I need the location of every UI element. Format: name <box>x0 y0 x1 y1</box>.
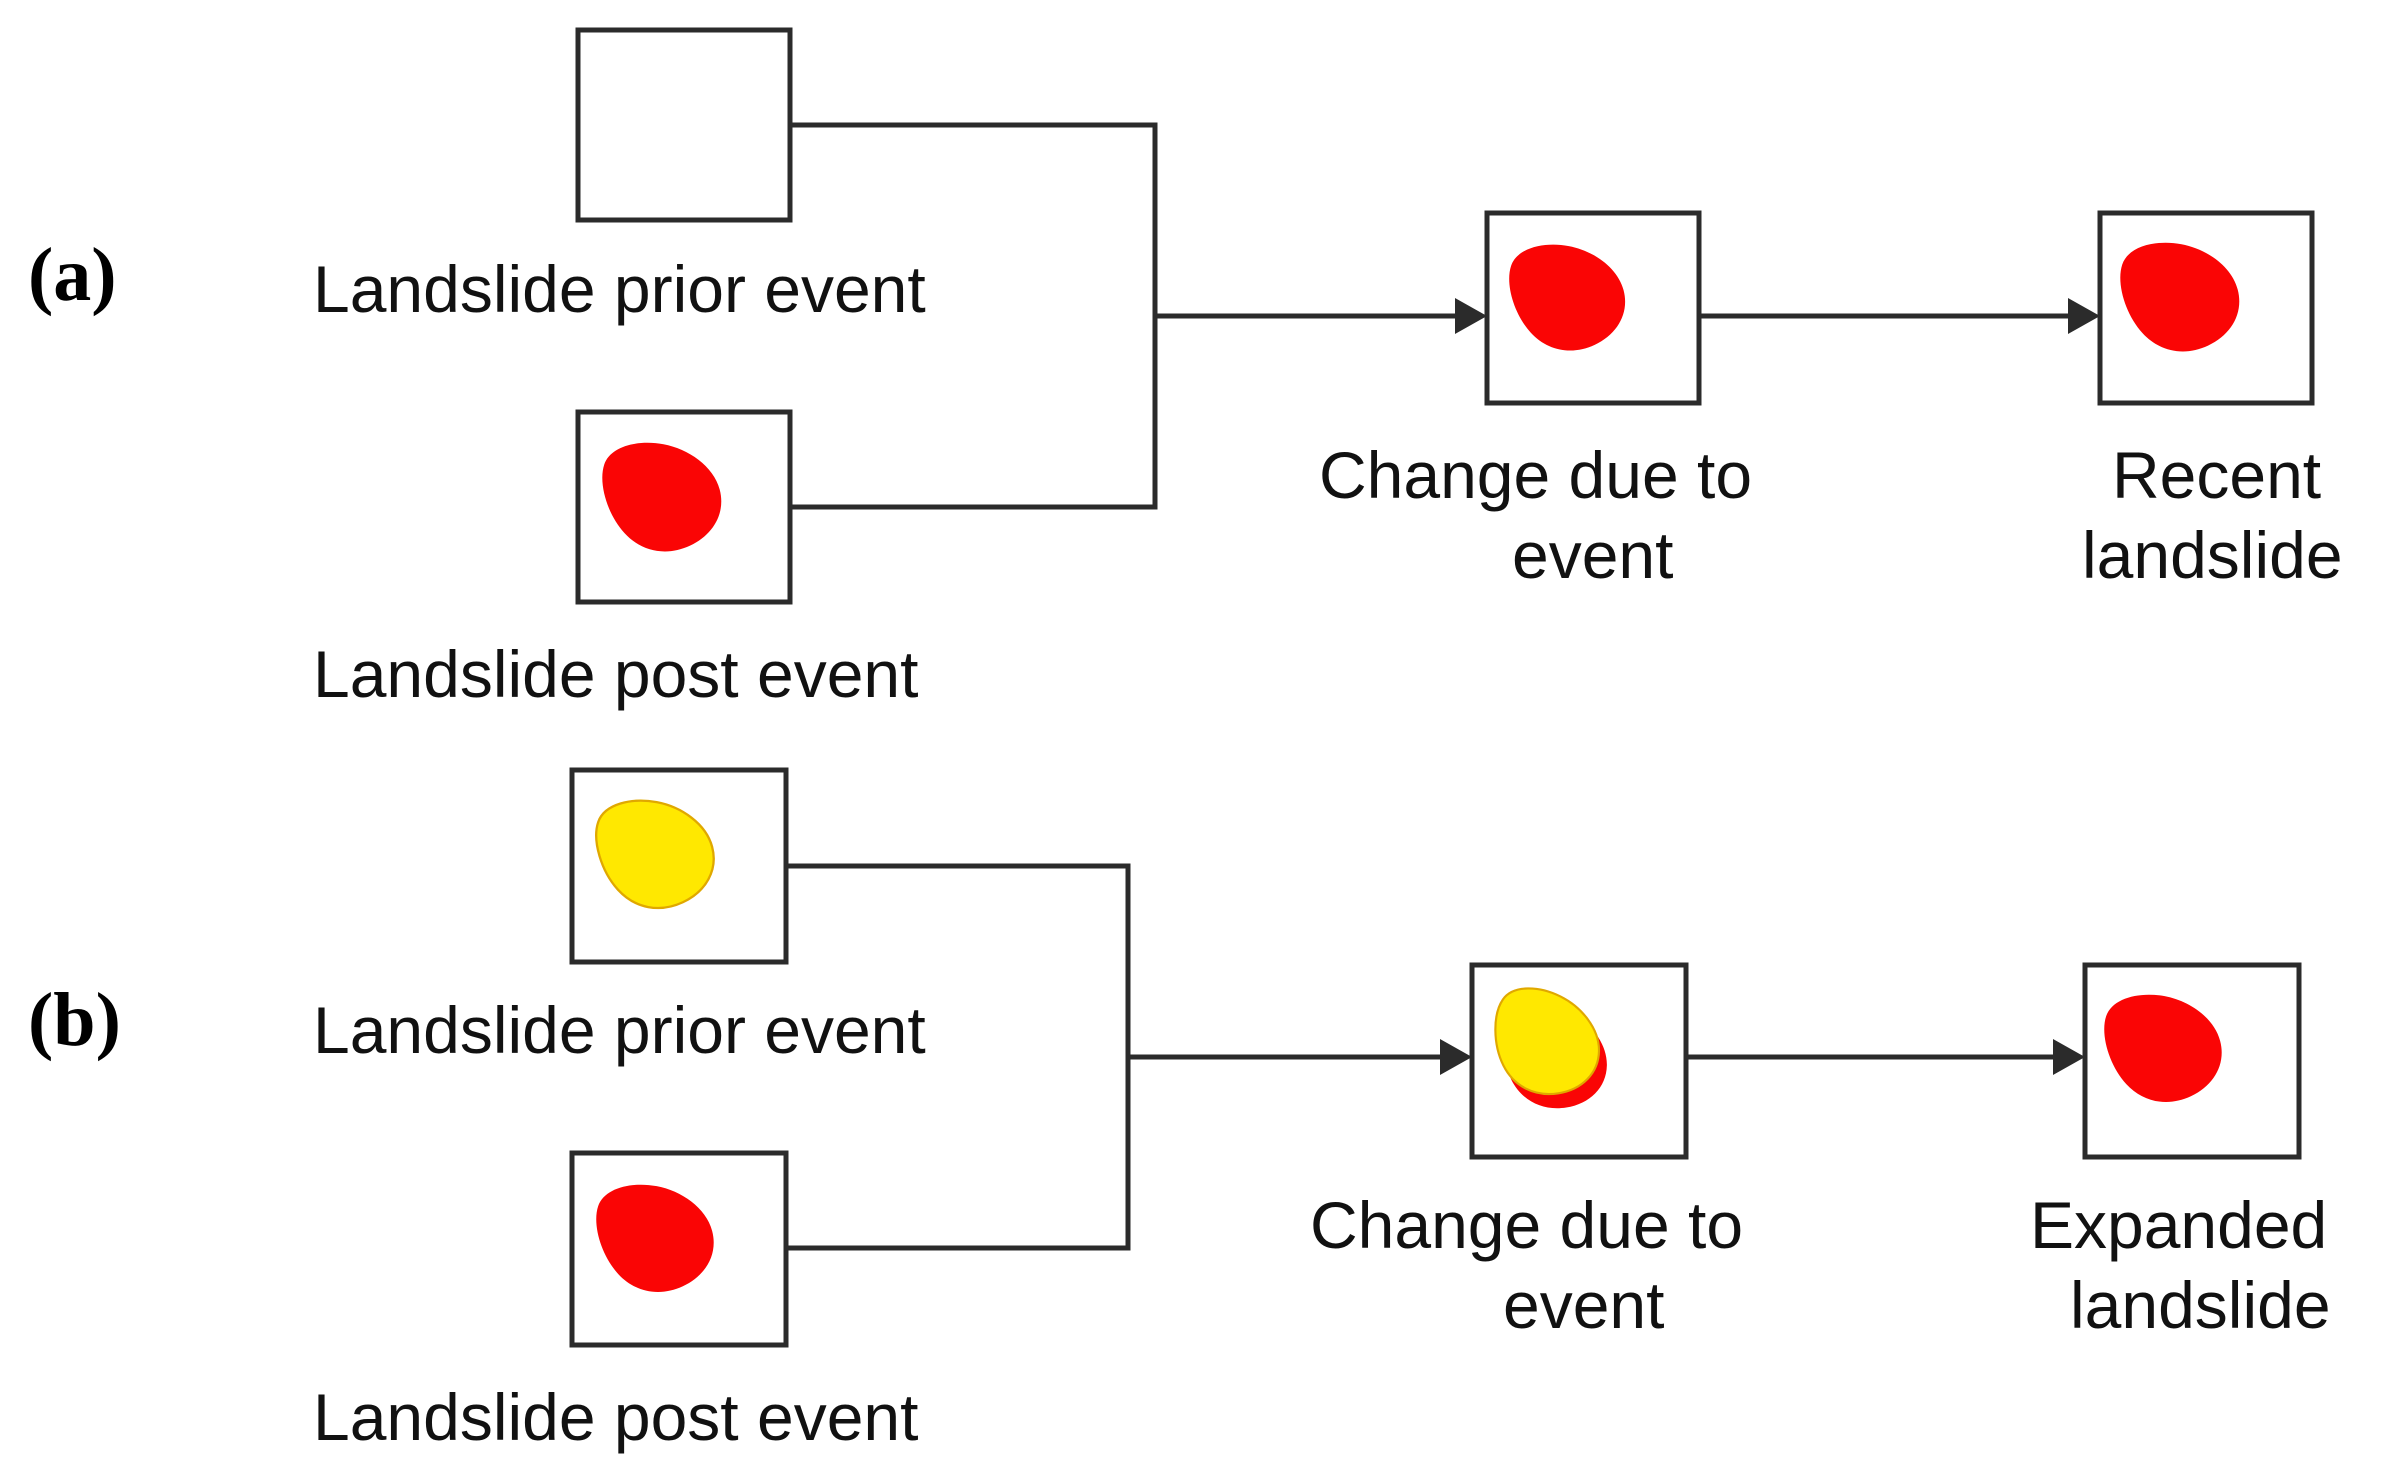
caption-change-b-line1: Change due to <box>1310 1188 1743 1262</box>
caption-result-b-line2: landslide <box>2070 1268 2331 1342</box>
caption-prior-event-b: Landslide prior event <box>313 993 926 1067</box>
caption-result-a-line2: landslide <box>2082 518 2343 592</box>
panel-letter-a: (a) <box>28 233 117 317</box>
arrow-head-to-change-b <box>1440 1039 1472 1075</box>
arrow-head-to-result-b <box>2053 1039 2085 1075</box>
caption-post-event-b: Landslide post event <box>313 1380 918 1454</box>
caption-post-event-a: Landslide post event <box>313 637 918 711</box>
caption-result-a-line1: Recent <box>2112 438 2321 512</box>
caption-change-b-line2: event <box>1503 1268 1664 1342</box>
caption-change-a-line1: Change due to <box>1319 438 1752 512</box>
caption-prior-event-a: Landslide prior event <box>313 252 926 326</box>
arrow-head-to-change-a <box>1455 298 1487 334</box>
caption-change-a-line2: event <box>1512 518 1673 592</box>
panel-letter-b: (b) <box>28 978 121 1062</box>
thumbnail-prior-event-a <box>575 27 793 223</box>
caption-result-b-line1: Expanded <box>2030 1188 2327 1262</box>
arrow-head-to-result-a <box>2068 298 2100 334</box>
